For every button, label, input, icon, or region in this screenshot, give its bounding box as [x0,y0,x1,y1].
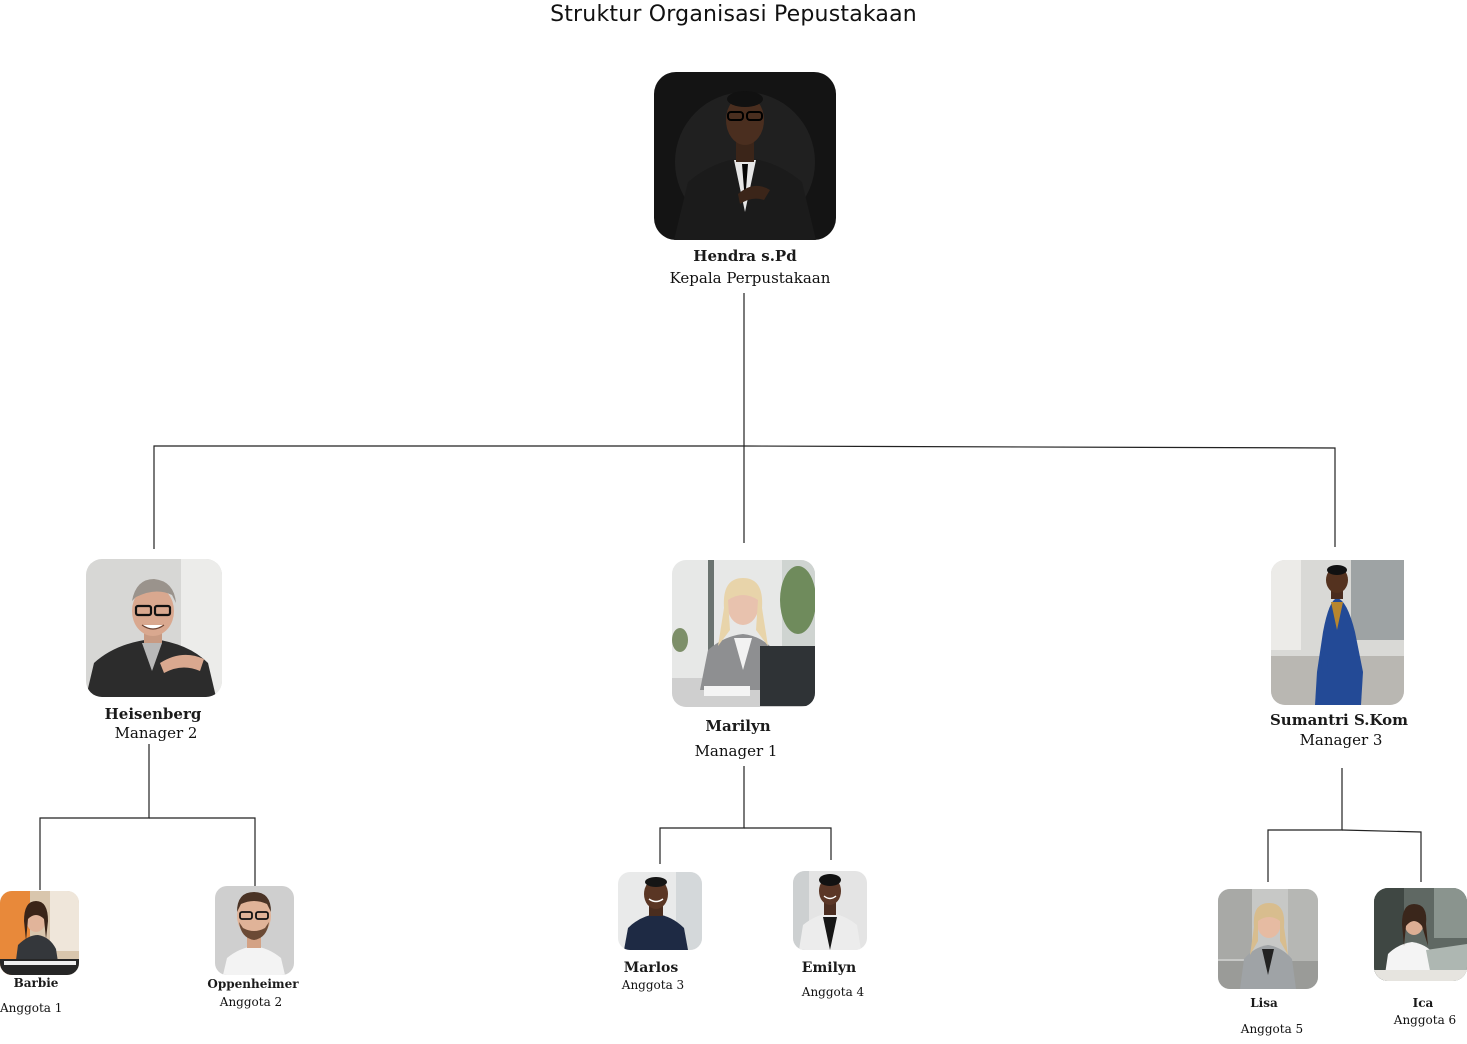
member-oppenheimer-name: Oppenheimer [207,977,299,991]
chart-title: Struktur Organisasi Pepustakaan [550,2,917,27]
manager-sumantri-photo [1271,560,1404,705]
member-marlos-name: Marlos [623,960,679,976]
member-ica-photo [1374,888,1467,981]
member-barbie-name: Barbie [13,976,59,990]
member-oppenheimer-role: Anggota 2 [219,995,283,1009]
head-name: Hendra s.Pd [693,247,797,265]
member-ica-name: Ica [1412,996,1434,1010]
member-emilyn-name: Emilyn [801,960,857,976]
member-lisa-photo [1218,889,1318,989]
member-marlos-role: Anggota 3 [621,978,685,992]
manager-marilyn-role: Manager 1 [694,742,778,760]
manager-heisenberg-photo [86,559,222,697]
member-emilyn-role: Anggota 4 [801,985,865,999]
manager-marilyn-photo [672,560,815,707]
member-emilyn-photo [793,871,867,950]
member-oppenheimer-photo [215,886,294,975]
member-ica-role: Anggota 6 [1393,1013,1457,1027]
member-barbie-role: Anggota 1 [0,1001,63,1015]
member-lisa-name: Lisa [1250,996,1278,1010]
member-barbie-photo [0,891,79,975]
head-photo [654,72,836,240]
manager-sumantri-role: Manager 3 [1299,731,1383,749]
manager-sumantri-name: Sumantri S.Kom [1269,711,1409,729]
member-marlos-photo [618,872,702,950]
member-lisa-role: Anggota 5 [1240,1022,1304,1036]
manager-heisenberg-role: Manager 2 [114,724,198,742]
manager-heisenberg-name: Heisenberg [104,705,202,723]
head-role: Kepala Perpustakaan [669,269,831,287]
manager-marilyn-name: Marilyn [705,717,771,735]
